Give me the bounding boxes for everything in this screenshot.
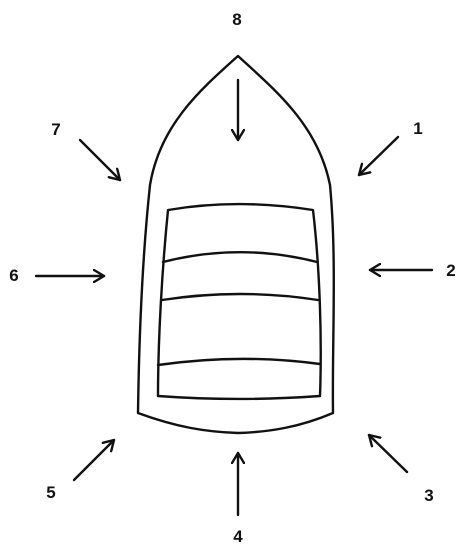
label-5: 5 [46, 483, 55, 502]
boat-hull [138, 56, 334, 433]
label-4: 4 [233, 527, 243, 546]
arrow-7 [80, 140, 120, 180]
direction-labels: 8 1 2 3 4 5 6 7 [9, 10, 455, 546]
boat-cockpit [158, 204, 321, 399]
label-6: 6 [9, 266, 18, 285]
arrow-1 [359, 137, 398, 175]
label-1: 1 [413, 119, 422, 138]
label-8: 8 [232, 10, 241, 29]
arrow-3 [369, 435, 407, 472]
arrows [36, 80, 432, 515]
seat-line-1 [163, 252, 317, 262]
label-7: 7 [51, 120, 60, 139]
label-3: 3 [424, 486, 433, 505]
arrow-5 [74, 440, 114, 480]
seat-line-2 [162, 294, 318, 300]
label-2: 2 [446, 261, 455, 280]
boat [138, 56, 334, 433]
seat-line-3 [158, 359, 320, 365]
